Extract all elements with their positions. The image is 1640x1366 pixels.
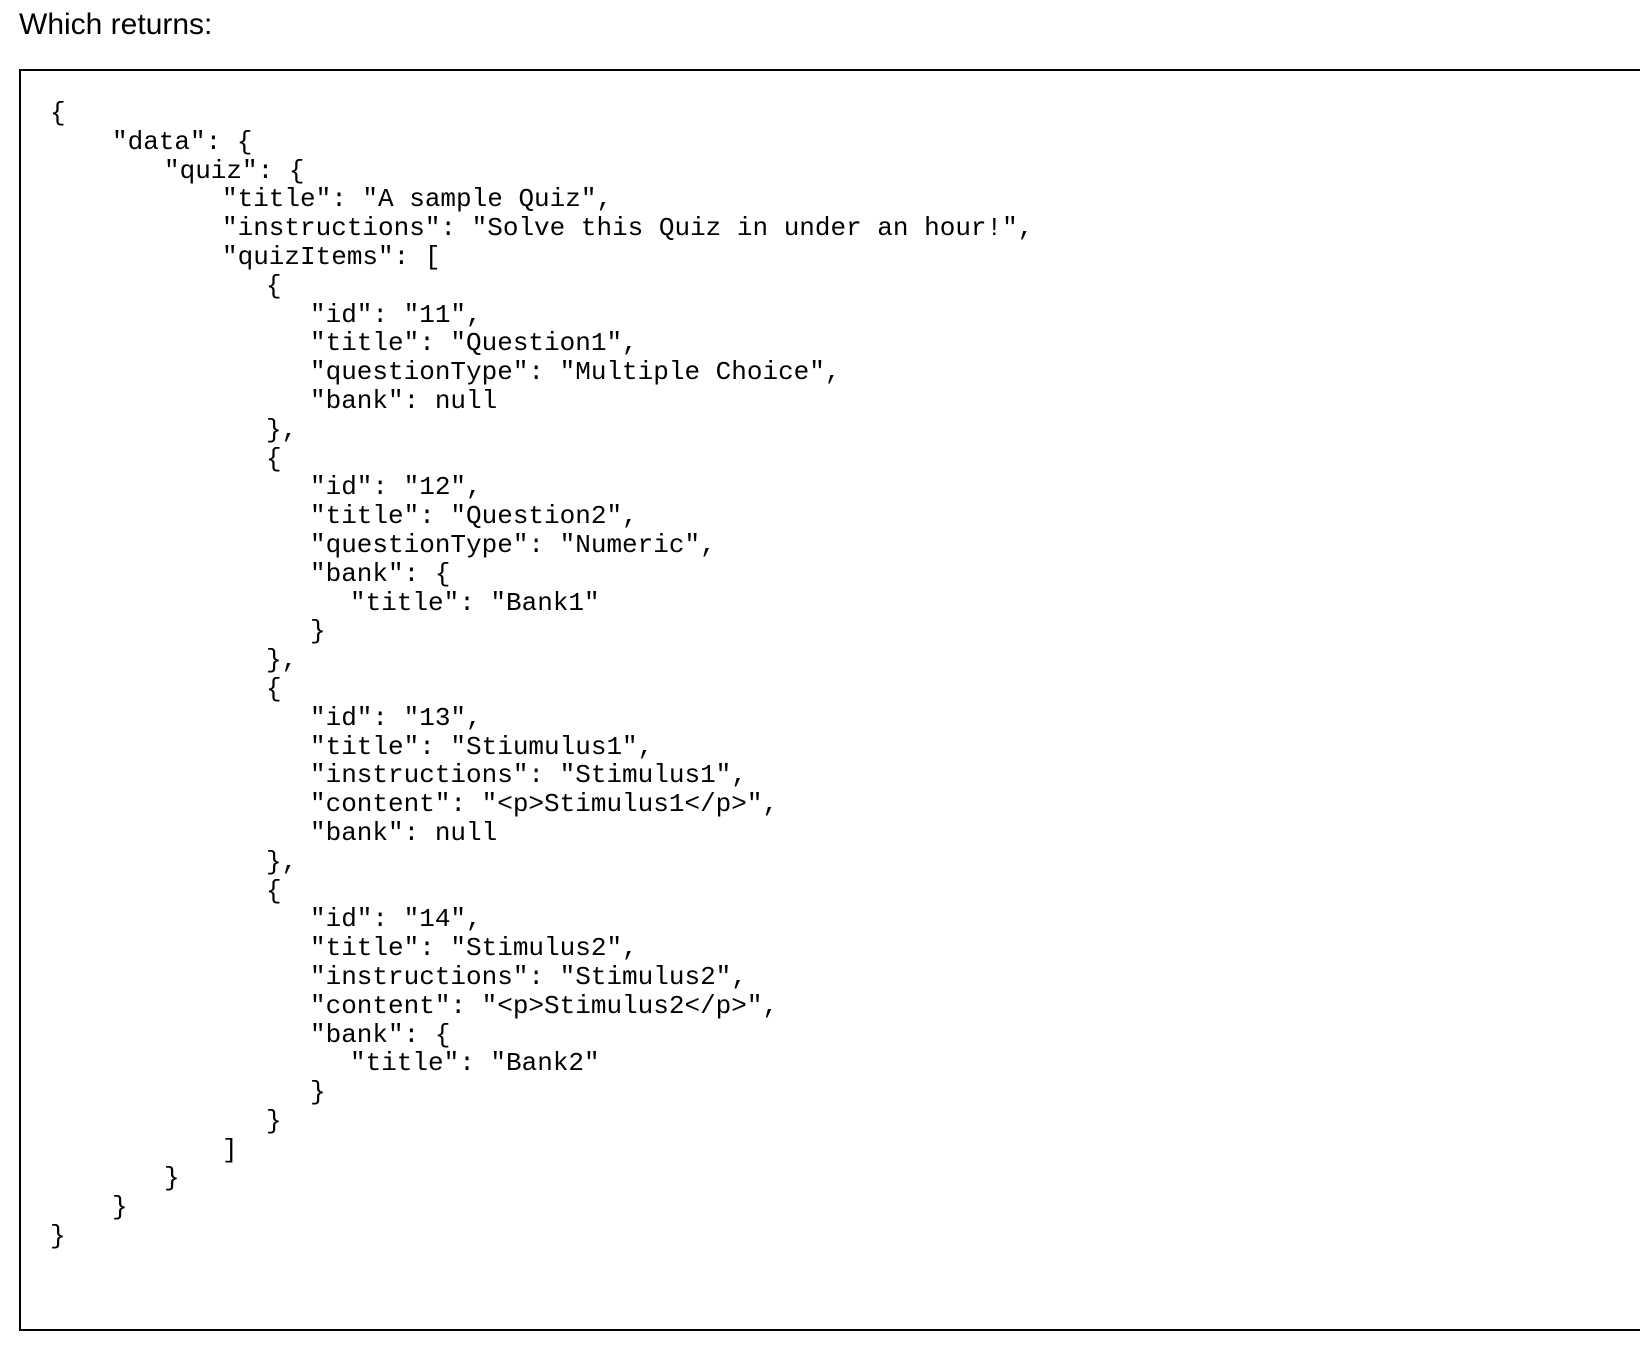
- code-line: "id": "11",: [310, 299, 482, 330]
- code-line: {: [50, 98, 66, 128]
- code-line: {: [266, 443, 282, 474]
- code-line: }: [164, 1163, 180, 1194]
- code-line: "data": {: [112, 126, 253, 157]
- code-line: "questionType": "Multiple Choice",: [310, 357, 841, 388]
- code-line: "title": "Question2",: [310, 501, 638, 532]
- code-line: "bank": {: [310, 1019, 451, 1050]
- code-line: },: [266, 645, 298, 676]
- code-line: {: [266, 875, 282, 906]
- code-line: "quiz": {: [164, 155, 305, 186]
- code-line: "instructions": "Stimulus1",: [310, 760, 747, 791]
- code-line: }: [112, 1192, 128, 1223]
- code-lines: { "data": {"quiz": {"title": "A sample Qu…: [21, 71, 1640, 1251]
- code-line: "title": "Stiumulus1",: [310, 731, 654, 762]
- code-line: }: [310, 616, 326, 647]
- code-line: "content": "<p>Stimulus2</p>",: [310, 990, 779, 1021]
- code-line: "bank": {: [310, 558, 451, 589]
- code-line: "id": "13",: [310, 702, 482, 733]
- code-line: "title": "Question1",: [310, 328, 638, 359]
- code-line: "content": "<p>Stimulus1</p>",: [310, 789, 779, 820]
- code-line: "instructions": "Stimulus2",: [310, 961, 747, 992]
- code-line: "bank": null: [310, 817, 498, 848]
- code-line: "title": "Bank1": [350, 587, 600, 618]
- code-line: {: [266, 673, 282, 704]
- code-line: ]: [222, 1134, 238, 1165]
- code-line: "questionType": "Numeric",: [310, 529, 716, 560]
- code-line: "title": "A sample Quiz",: [222, 184, 613, 215]
- code-line: }: [266, 1105, 282, 1136]
- code-line: "instructions": "Solve this Quiz in unde…: [222, 213, 1034, 244]
- code-line: "bank": null: [310, 385, 498, 416]
- code-line: },: [266, 414, 298, 445]
- code-block: { "data": {"quiz": {"title": "A sample Qu…: [19, 69, 1640, 1331]
- code-line: "title": "Bank2": [350, 1048, 600, 1079]
- code-line: "id": "14",: [310, 904, 482, 935]
- code-line: "title": "Stimulus2",: [310, 933, 638, 964]
- code-line: "quizItems": [: [222, 241, 441, 272]
- code-line: }: [50, 1221, 66, 1252]
- code-line: }: [310, 1077, 326, 1108]
- code-line: "id": "12",: [310, 472, 482, 503]
- code-line: },: [266, 846, 298, 877]
- page-heading: Which returns:: [19, 8, 213, 41]
- code-line: {: [266, 270, 282, 301]
